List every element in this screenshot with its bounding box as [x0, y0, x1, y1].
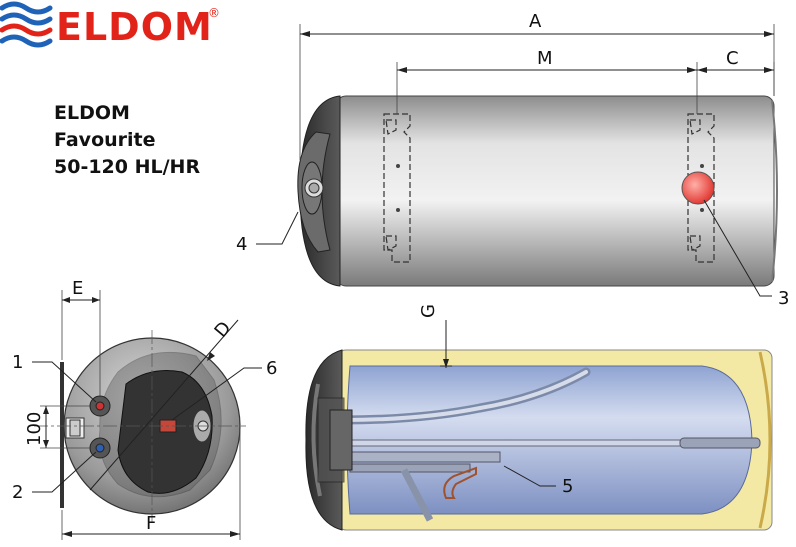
callout-4: 4	[236, 234, 247, 255]
end-view: E 100 F D 1 2 6	[12, 278, 277, 540]
dim-label-m: M	[537, 48, 553, 69]
dim-label-d: D	[210, 318, 235, 342]
wave-icon	[0, 1, 53, 48]
temperature-indicator	[681, 171, 715, 205]
dim-label-e: E	[72, 278, 83, 299]
cutaway-view: G 5	[305, 304, 773, 531]
mounting-bracket-left	[383, 113, 411, 263]
callout-3: 3	[778, 288, 789, 309]
dim-label-100: 100	[24, 412, 45, 446]
heating-element	[443, 466, 477, 499]
dim-label-f: F	[146, 513, 156, 534]
callout-1: 1	[12, 352, 23, 373]
anode-rod	[679, 437, 761, 449]
model-title-line-1: ELDOM	[54, 102, 130, 124]
callout-6: 6	[266, 358, 277, 379]
brand-logo: ELDOM ®	[0, 1, 220, 49]
brand-name: ELDOM	[56, 5, 213, 49]
dim-label-c: C	[726, 48, 739, 69]
side-view: A M C 4 3	[236, 11, 789, 309]
dim-label-a: A	[529, 11, 542, 32]
callout-2: 2	[12, 482, 23, 503]
model-title-line-3: 50-120 HL/HR	[54, 156, 201, 178]
model-title: ELDOM Favourite 50-120 HL/HR	[54, 100, 200, 181]
callout-5: 5	[562, 476, 573, 497]
model-title-line-2: Favourite	[54, 129, 156, 151]
mounting-bracket-right	[687, 113, 715, 263]
heater-sheath	[339, 451, 501, 463]
registered-mark: ®	[208, 6, 220, 20]
dim-label-g: G	[418, 304, 439, 318]
